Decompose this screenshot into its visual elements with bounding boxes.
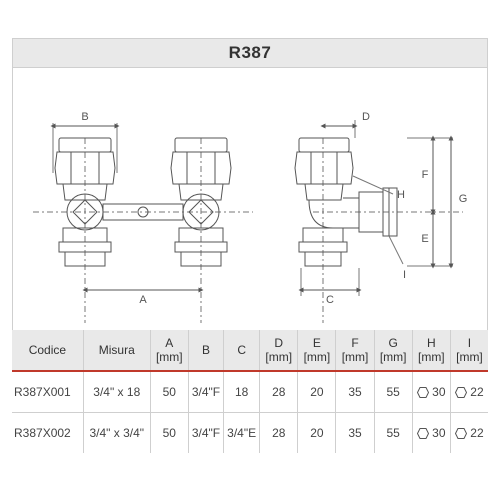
label-b: B (81, 111, 88, 123)
label-c: C (326, 294, 334, 306)
table-cell: 55 (373, 412, 413, 453)
column-header-label: E (312, 336, 321, 350)
table-cell: 28 (259, 412, 298, 453)
column-header-label: G (388, 336, 398, 350)
table-cell: 22 (449, 412, 488, 453)
cell-value: 3/4"F (191, 385, 221, 399)
drawing-svg: B A D C H I F E G (33, 111, 468, 323)
column-header: F[mm] (335, 330, 375, 372)
column-header: Codice (12, 330, 84, 372)
table-cell: 28 (259, 371, 298, 413)
table-row: R387X001 3/4" x 18 50 3/4"F 18 28 20 35 55 30 22 (12, 371, 488, 413)
label-d: D (362, 111, 370, 123)
table-cell: 35 (335, 371, 375, 413)
cell-value: 28 (272, 385, 286, 399)
label-f: F (422, 169, 429, 181)
cell-value: 3/4"F (191, 426, 221, 440)
column-header-unit: [mm] (341, 350, 369, 364)
cell-value: 28 (272, 426, 286, 440)
column-header-label: I (467, 336, 472, 350)
table-cell: 30 (411, 412, 451, 453)
cell-value: 3/4" x 18 (93, 385, 141, 399)
side-view (294, 120, 463, 323)
cell-value: 20 (310, 385, 324, 399)
column-header-label: A (165, 336, 174, 350)
table-cell: 55 (373, 371, 413, 413)
table-cell: 30 (411, 371, 451, 413)
table-cell: 18 (223, 371, 260, 413)
table-cell: 3/4"F (187, 371, 224, 413)
cell-value: 50 (162, 426, 176, 440)
label-e: E (421, 233, 428, 245)
column-header-label: C (237, 343, 246, 357)
cell-value: 35 (348, 385, 362, 399)
label-h: H (397, 189, 405, 201)
table-cell: 35 (335, 412, 375, 453)
cell-value: 50 (162, 385, 176, 399)
column-header-label: Misura (98, 343, 135, 357)
table-cell: 22 (449, 371, 488, 413)
label-g: G (459, 193, 468, 205)
column-header-label: B (201, 343, 210, 357)
cell-value: 30 (432, 385, 446, 399)
hexagon-icon (455, 428, 468, 440)
column-header-unit: [mm] (379, 350, 407, 364)
technical-drawing: B A D C H I F E G (12, 68, 488, 360)
hexagon-icon (417, 428, 430, 440)
table-cell: 50 (149, 412, 189, 453)
column-header-unit: [mm] (303, 350, 331, 364)
cell-value: 55 (386, 426, 400, 440)
column-header: C (223, 330, 260, 372)
cell-value: 35 (348, 426, 362, 440)
label-a: A (139, 294, 147, 306)
cell-value: 20 (310, 426, 324, 440)
cell-value: 22 (470, 385, 484, 399)
column-header-label: F (351, 336, 359, 350)
column-header: I[mm] (449, 330, 488, 372)
hexagon-icon (455, 387, 468, 399)
column-header: E[mm] (297, 330, 336, 372)
cell-value: 55 (386, 385, 400, 399)
table-cell: 3/4" x 3/4" (82, 412, 151, 453)
label-i: I (403, 269, 406, 281)
cell-value: R387X002 (14, 426, 71, 440)
table-row: R387X002 3/4" x 3/4" 50 3/4"F 3/4"E 28 20 35 55 3… (12, 412, 488, 454)
table-cell: 3/4"F (187, 412, 224, 453)
table-cell: 20 (297, 412, 336, 453)
column-header-unit: [mm] (417, 350, 445, 364)
column-header: H[mm] (411, 330, 451, 372)
table-cell: 20 (297, 371, 336, 413)
hexagon-icon (417, 387, 430, 399)
table-cell: R387X001 (12, 371, 84, 413)
table-cell: R387X002 (12, 413, 83, 454)
column-header-unit: [mm] (456, 350, 483, 364)
column-header: D[mm] (259, 330, 298, 372)
column-header: B (187, 330, 224, 372)
cell-value: 3/4"E (227, 426, 257, 440)
column-header-label: Codice (28, 343, 67, 357)
title-bar: R387 (12, 38, 488, 68)
column-header: Misura (82, 330, 151, 372)
column-header-unit: [mm] (265, 350, 293, 364)
cell-value: 30 (432, 426, 446, 440)
datasheet: R387 (12, 38, 488, 458)
column-header: G[mm] (373, 330, 413, 372)
column-header-label: D (274, 336, 284, 350)
column-header-unit: [mm] (155, 350, 183, 364)
cell-value: 22 (470, 426, 484, 440)
product-title: R387 (228, 43, 272, 62)
table-cell: 3/4" x 18 (82, 371, 151, 413)
cell-value: 18 (234, 385, 249, 399)
cell-value: R387X001 (14, 385, 71, 399)
table-cell: 50 (149, 371, 189, 413)
cell-value: 3/4" x 3/4" (89, 426, 145, 440)
column-header: A[mm] (149, 330, 189, 372)
column-header-label: H (426, 336, 436, 350)
table-cell: 3/4"E (223, 412, 260, 453)
front-view (33, 123, 253, 323)
